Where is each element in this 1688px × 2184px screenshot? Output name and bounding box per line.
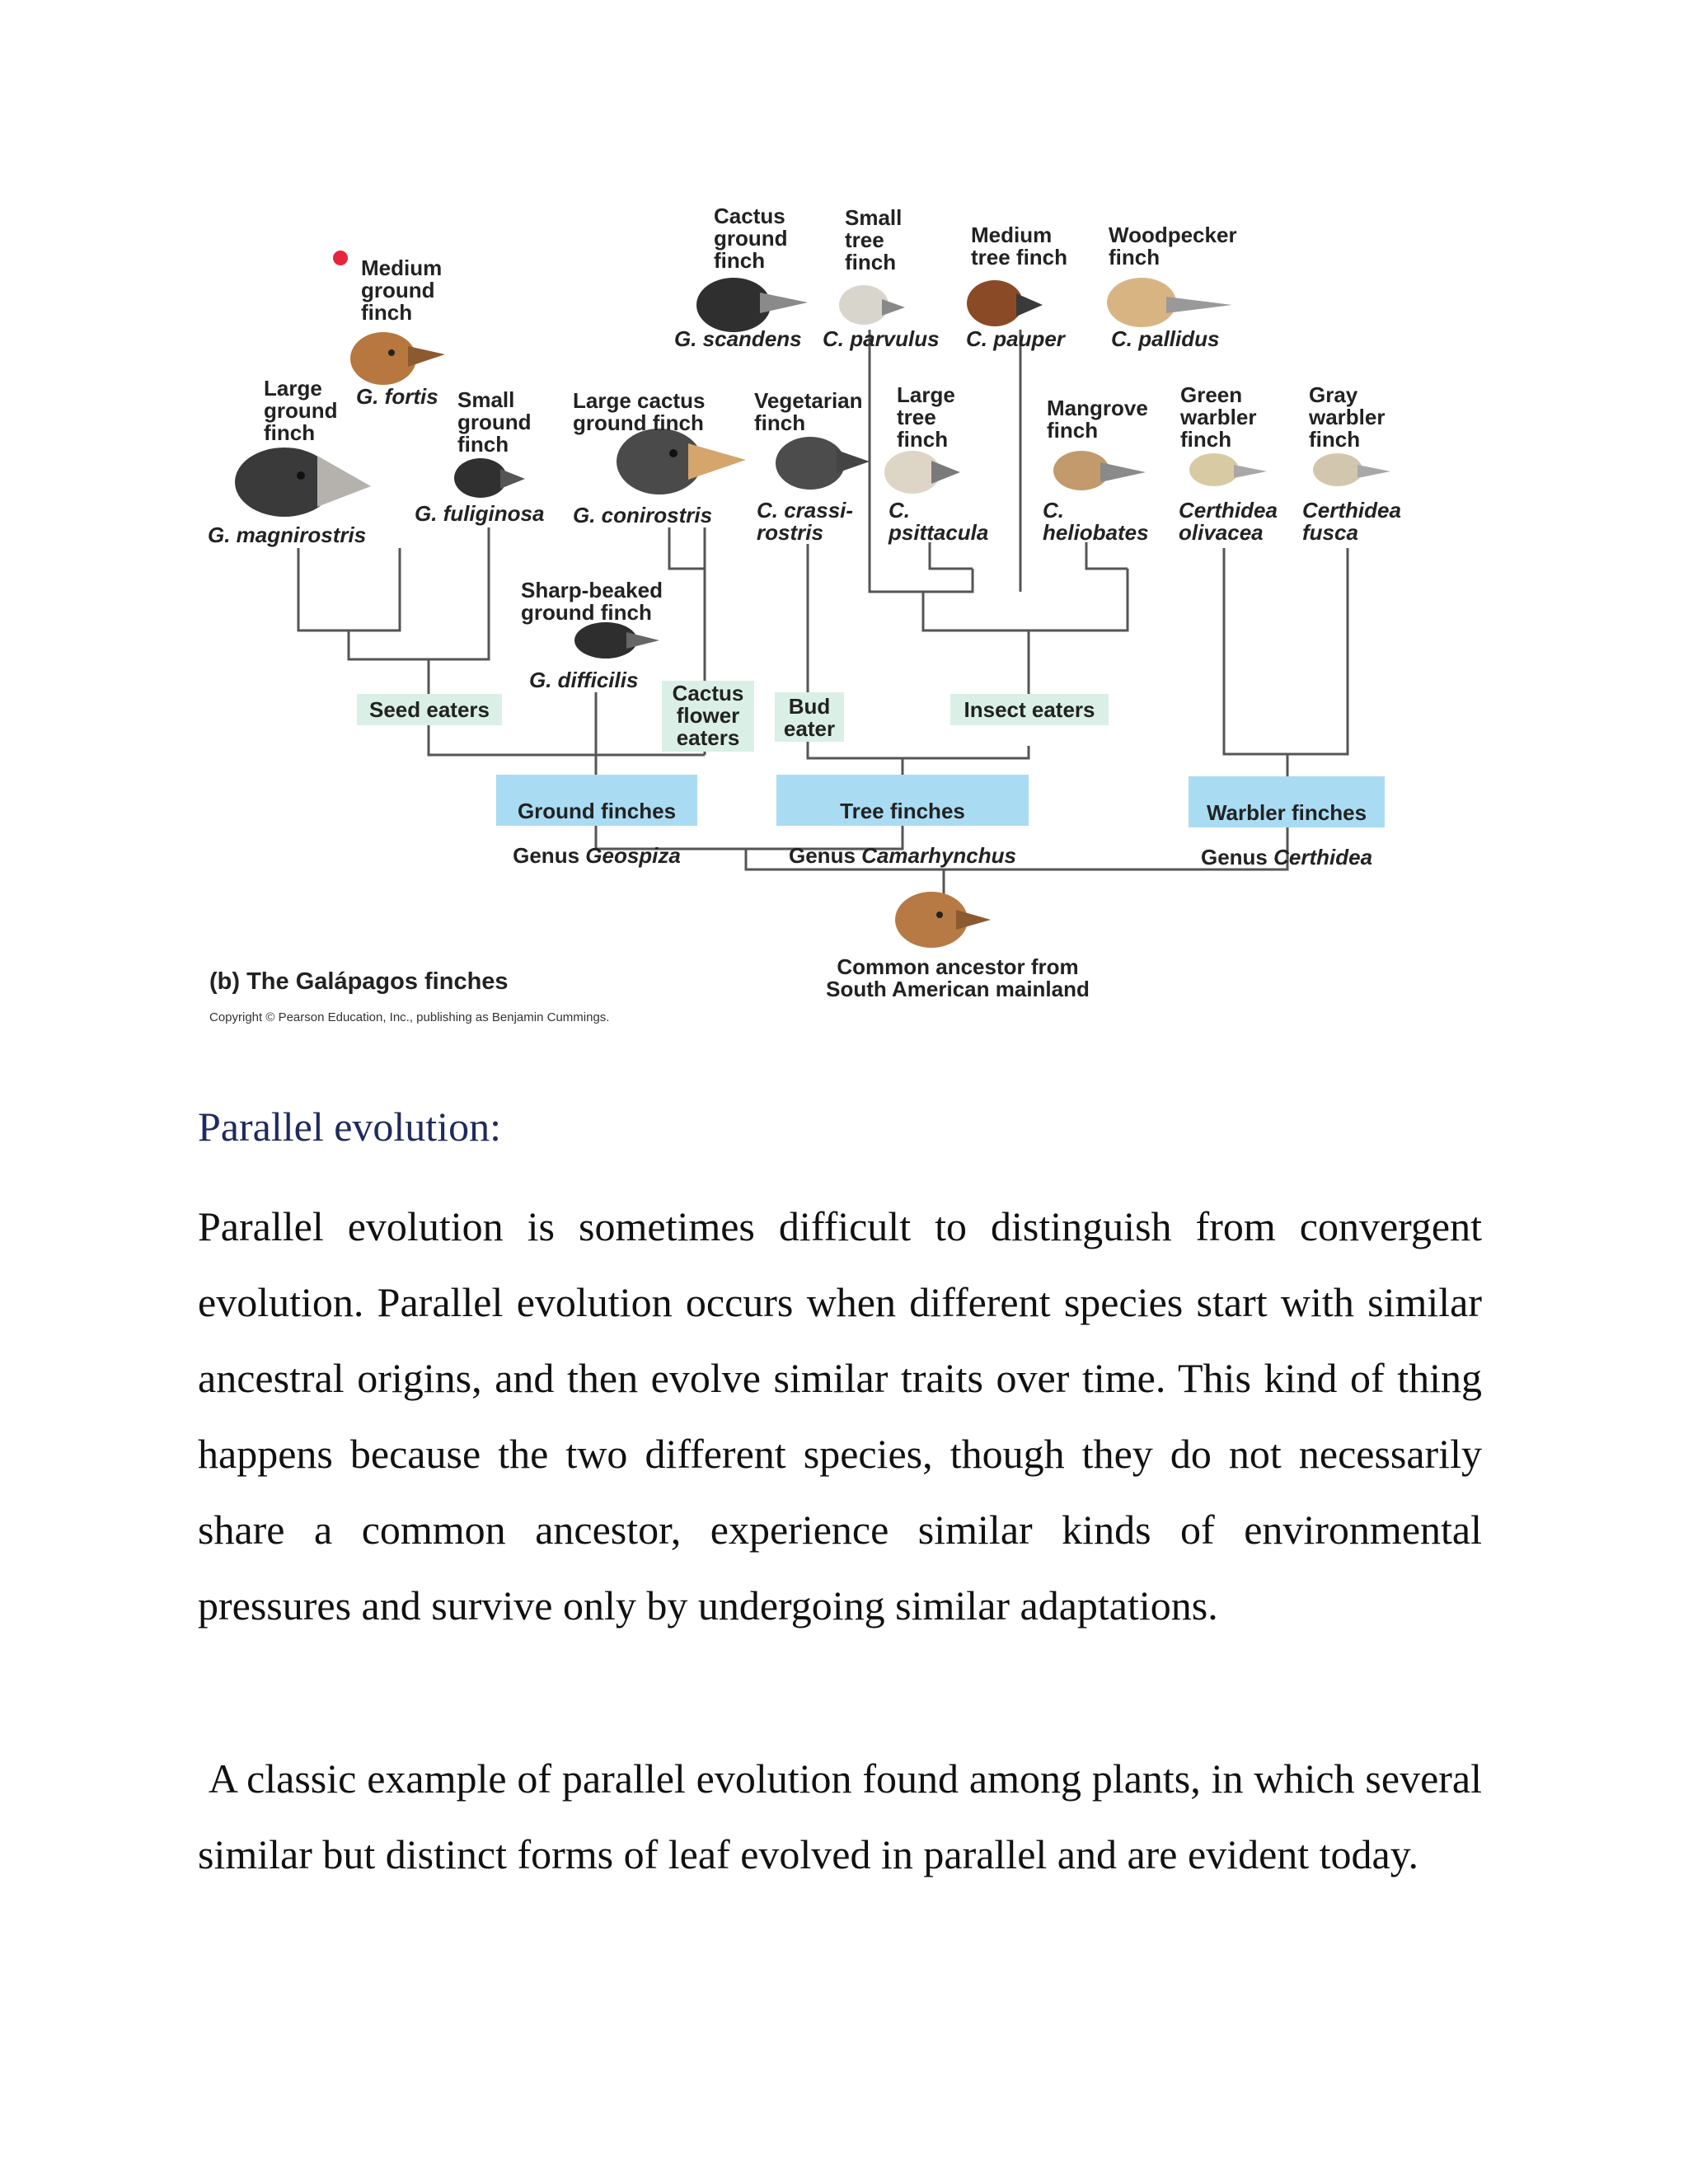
section-heading: Parallel evolution: [198,1104,501,1150]
tree-finches-genus-box: Tree finches Genus Camarhynchus [776,775,1029,867]
vegetarian-finch-head-icon [776,437,870,490]
finch-illustrations [235,278,1390,948]
gray-warbler-finch-latin: Certhidea fusca [1302,498,1401,545]
medium-tree-finch-label: Medium tree finch [971,223,1068,269]
large-tree-finch-latin: C. psittacula [889,498,989,545]
sharp-beaked-ground-finch-latin: G. difficilis [529,668,639,692]
mangrove-finch-label: Mangrove finch [1047,396,1148,443]
warbler-genus-prefix: Genus [1200,845,1274,869]
red-dot-marker [333,251,348,265]
figure-caption: (b) The Galápagos finches [209,968,509,995]
medium-ground-finch-label: Medium ground finch [361,255,443,325]
paragraph-plant-example: A classic example of parallel evolution … [198,1755,1493,1877]
vegetarian-finch-latin: C. crassi- rostris [757,498,854,545]
sharp-beaked-ground-finch-head-icon [574,622,659,658]
woodpecker-finch-label: Woodpecker finch [1109,223,1237,269]
large-cactus-ground-finch-head-icon [617,429,746,494]
warbler-genus-name: Certhidea [1273,845,1373,869]
gray-warbler-finch-head-icon [1313,453,1390,486]
ground-finches-genus-box: Ground finches Genus Geospiza [496,775,697,867]
small-tree-finch-latin: C. parvulus [823,326,940,351]
warbler-finches-genus-box: Warbler finches Genus Certhidea [1189,776,1385,869]
small-tree-finch-label: Small tree finch [845,205,903,274]
medium-ground-finch-latin: G. fortis [356,384,438,409]
common-ancestor-label: Common ancestor from South American main… [826,954,1090,1001]
large-cactus-ground-finch-latin: G. conirostris [573,503,713,527]
bud-eater-label: Bud eater [775,692,844,742]
warbler-finches-name: Warbler finches [1206,800,1367,825]
sharp-beaked-ground-finch-label: Sharp-beaked ground finch [521,578,663,625]
paragraph-parallel-evolution-definition: Parallel evolution is sometimes difficul… [198,1203,1482,1629]
large-ground-finch-head-icon [235,448,371,517]
figure-copyright: Copyright © Pearson Education, Inc., pub… [209,1010,610,1024]
tree-finches-name: Tree finches [840,799,965,823]
large-ground-finch-label: Large ground finch [264,376,338,445]
medium-tree-finch-latin: C. pauper [966,326,1065,351]
woodpecker-finch-head-icon [1107,278,1232,327]
large-tree-finch-label: Large tree finch [897,382,955,452]
small-ground-finch-head-icon [454,458,525,498]
large-tree-finch-head-icon [884,451,960,494]
finch-phylogeny-figure: Medium ground finch G. fortis Large grou… [0,0,1688,1071]
small-tree-finch-head-icon [839,285,905,325]
green-warbler-finch-head-icon [1189,453,1267,486]
medium-ground-finch-head-icon [350,332,445,385]
cactus-ground-finch-head-icon [696,278,808,332]
ground-genus-prefix: Genus [513,843,586,868]
cactus-ground-finch-label: Cactus ground finch [714,204,788,273]
large-ground-finch-latin: G. magnirostris [208,523,367,547]
green-warbler-finch-latin: Certhidea olivacea [1179,498,1278,545]
tree-genus-name: Camarhynchus [861,843,1016,868]
medium-tree-finch-head-icon [967,280,1043,326]
mangrove-finch-latin: C. heliobates [1043,498,1149,545]
seed-eaters-label: Seed eaters [357,694,502,725]
phylogeny-lines [297,330,1349,894]
cactus-ground-finch-latin: G. scandens [674,326,802,351]
common-ancestor-head-icon [895,892,991,948]
mangrove-finch-head-icon [1053,451,1146,490]
small-ground-finch-label: Small ground finch [457,387,532,457]
insect-eaters-label: Insect eaters [950,694,1109,725]
gray-warbler-finch-label: Gray warbler finch [1309,382,1386,452]
vegetarian-finch-label: Vegetarian finch [754,388,863,435]
green-warbler-finch-label: Green warbler finch [1180,382,1257,452]
tree-genus-prefix: Genus [789,843,862,868]
ground-finches-name: Ground finches [517,799,677,823]
cactus-flower-eaters-label: Cactus flower eaters [662,681,754,752]
woodpecker-finch-latin: C. pallidus [1111,326,1220,351]
large-cactus-ground-finch-label: Large cactus ground finch [573,388,706,435]
small-ground-finch-latin: G. fuliginosa [415,501,545,526]
ground-genus-name: Geospiza [585,843,681,868]
